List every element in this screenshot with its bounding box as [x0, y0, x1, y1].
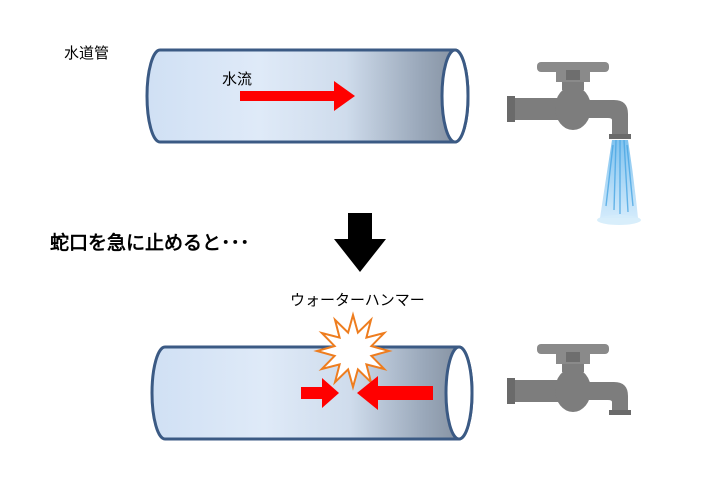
- top-pipe-opening: [440, 48, 470, 144]
- caption-text: 蛇口を急に止めると･･･: [50, 232, 250, 254]
- faucet-closed-icon: [507, 344, 631, 415]
- pipe-label: 水道管: [64, 44, 110, 62]
- flow-arrow: [240, 81, 355, 111]
- collision-arrow-left: [357, 376, 433, 410]
- faucet-icon: [507, 62, 631, 139]
- water-stream-icon: [597, 139, 641, 225]
- water-flow-label: 水流: [222, 70, 253, 88]
- bottom-pipe-opening: [444, 345, 474, 441]
- collision-arrow-right: [301, 378, 339, 408]
- down-arrow-icon: [334, 213, 386, 272]
- impact-burst-icon: [313, 311, 393, 391]
- water-hammer-label: ウォーターハンマー: [290, 291, 425, 309]
